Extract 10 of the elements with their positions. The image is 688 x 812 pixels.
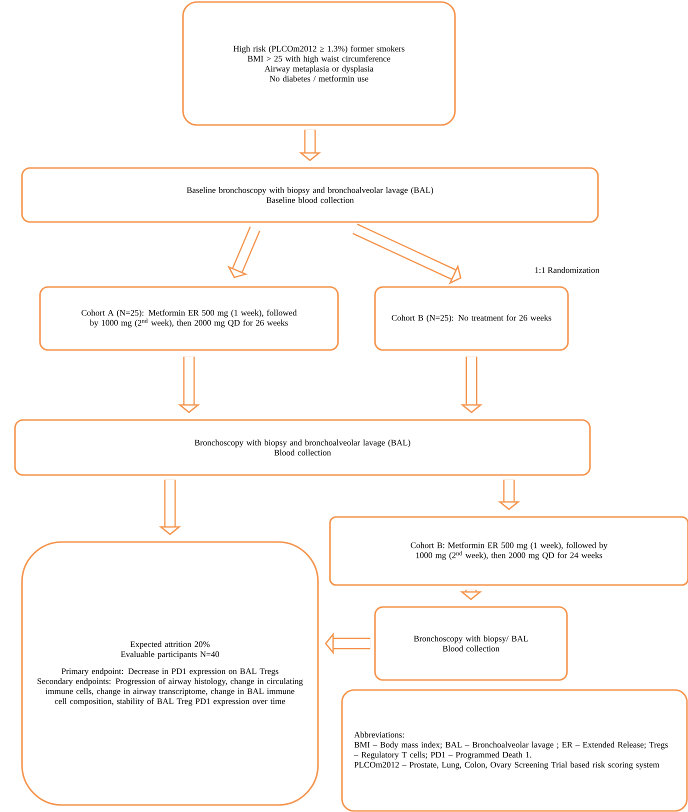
process-box: Bronchoscopy with biopsy and bronchoalveolar lavage (BAL) Blood collection [14,419,591,476]
process-box: Cohort A (N=25): Metformin ER 500 mg (1 week), followed by 1000 mg (2$^{nd}$ week), then 2000 mg QD for 26 weeks [39,286,339,351]
process-box: High risk (PLCOm2012 ≥ 1.3%) former smokers BMI > 25 with high waist circumference Airway metaplasia or dysplasia No diabetes / metformin use [182,1,456,126]
process-box: Cohort B: Metformin ER 500 mg (1 week), followed by 1000 mg (2$^{nd}$ week), then 2000 mg QD for 24 weeks [329,516,688,586]
process-box: Cohort B (N=25): No treatment for 26 weeks [374,286,569,351]
note-text: 1:1 Randomization [535,267,600,274]
process-box: Expected attrition 20% Evaluable participants N=40 Primary endpoint: Decrease in PD1 expression on BAL Tregs Secondary endpoints: Progression of airway histology, change in circulating immune cells, change in airway transcriptome, change in BAL immune cell composition, stability of BAL Treg PD1 expression over time [21,541,319,806]
process-box: Abbreviations: BMI – Body mass index; BAL – Bronchoalveolar lavage ; ER – Extended Release; Tregs – Regulatory T cells; PD1 – Programmed Death 1. PLCOm2012 – Prostate, Lung, Colon, Ovary Screening Trial based risk scoring system [341,689,688,812]
process-box: Baseline bronchoscopy with biopsy and bronchoalveolar lavage (BAL) Baseline blood collection [21,167,599,223]
process-box: Bronchoscopy with biopsy/ BAL Blood collection [374,606,568,681]
